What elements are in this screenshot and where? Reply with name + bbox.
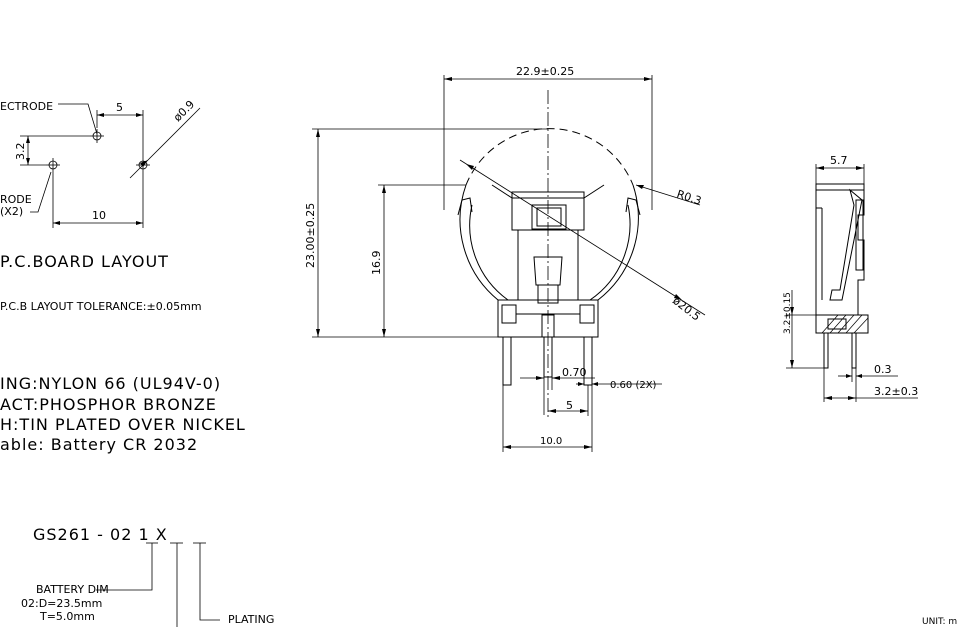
part-number-breakdown: GS261 - 02 1 X BATTERY DIM 02:D=23.5mm T… xyxy=(21,525,274,627)
dim-inner-height-label: 16.9 xyxy=(370,251,383,276)
contact-top-box xyxy=(511,191,585,231)
dim-side-height-label: 3.2±0.15 xyxy=(783,292,793,334)
pcb-tolerance-note: P.C.B LAYOUT TOLERANCE:±0.05mm xyxy=(0,300,202,313)
pcb-layout: ECTRODE 5 3.2 10 xyxy=(0,98,202,313)
side-base xyxy=(815,314,869,334)
spec-contact: ACT:PHOSPHOR BRONZE xyxy=(0,395,217,414)
spec-battery: able: Battery CR 2032 xyxy=(0,435,198,454)
side-view: 5.7 3.2±0.15 0.3 3.2±0.3 xyxy=(783,154,918,402)
dim-pitch-10-label: 10.0 xyxy=(540,436,562,447)
spec-finish: H:TIN PLATED OVER NICKEL xyxy=(0,415,246,434)
dim-width-label: 22.9±0.25 xyxy=(516,65,574,78)
contact-spring xyxy=(533,256,563,286)
spec-housing: ING:NYLON 66 (UL94V-0) xyxy=(0,374,221,393)
electrode-bottom-count: (X2) xyxy=(0,205,23,218)
plating-leader xyxy=(199,543,220,621)
dim-side-base-label: 3.2±0.3 xyxy=(874,385,918,398)
dim-diameter-label: ø20.5 xyxy=(670,294,703,323)
front-view: 22.9±0.25 23.00±0.25 16.9 R0.3 ø20.5 0.7… xyxy=(304,65,706,452)
side-leg-left xyxy=(823,332,829,369)
battery-outline-dashed xyxy=(465,128,634,186)
dim-10-label: 10 xyxy=(92,209,106,222)
holder-arc-right xyxy=(597,184,639,301)
part-number-code: GS261 - 02 1 X xyxy=(33,525,168,544)
battery-dim-label: BATTERY DIM xyxy=(36,583,109,596)
dim-3-2-label: 3.2 xyxy=(14,143,27,161)
hole-diameter-label: ø0.9 xyxy=(171,98,197,124)
pin-center xyxy=(543,336,553,378)
pcb-layout-title: P.C.BOARD LAYOUT xyxy=(0,252,169,271)
pin-left xyxy=(502,336,512,386)
dim-side-width-label: 5.7 xyxy=(830,154,848,167)
dim-pin-width-label: 0.60 (2X) xyxy=(610,380,657,391)
dim-height-label: 23.00±0.25 xyxy=(304,203,317,268)
side-body xyxy=(815,183,865,316)
dim-side-thickness-label: 0.3 xyxy=(874,363,892,376)
dim-5-label: 5 xyxy=(116,101,123,114)
holder-arc-left xyxy=(459,184,499,301)
unit-label: UNIT: m xyxy=(922,617,957,627)
plating-label: PLATING xyxy=(228,613,274,626)
battery-dim-diameter: 02:D=23.5mm xyxy=(21,597,102,610)
battery-dim-thickness: T=5.0mm xyxy=(39,610,95,623)
dim-pitch-5-label: 5 xyxy=(566,399,573,412)
holder-base xyxy=(497,299,599,338)
specifications: ING:NYLON 66 (UL94V-0) ACT:PHOSPHOR BRON… xyxy=(0,374,246,454)
electrode-bottom-leader xyxy=(30,171,52,213)
dim-pin-pitch-label: 0.70 xyxy=(562,366,587,379)
dim-radius-label: R0.3 xyxy=(675,187,703,207)
electrode-top-leader xyxy=(58,103,98,135)
side-leg-right xyxy=(851,332,857,369)
battery-dim-leader xyxy=(96,543,153,591)
electrode-top-label: ECTRODE xyxy=(0,100,53,113)
electrode-bottom-label: RODE xyxy=(0,193,32,206)
side-spring-contact xyxy=(829,188,863,301)
